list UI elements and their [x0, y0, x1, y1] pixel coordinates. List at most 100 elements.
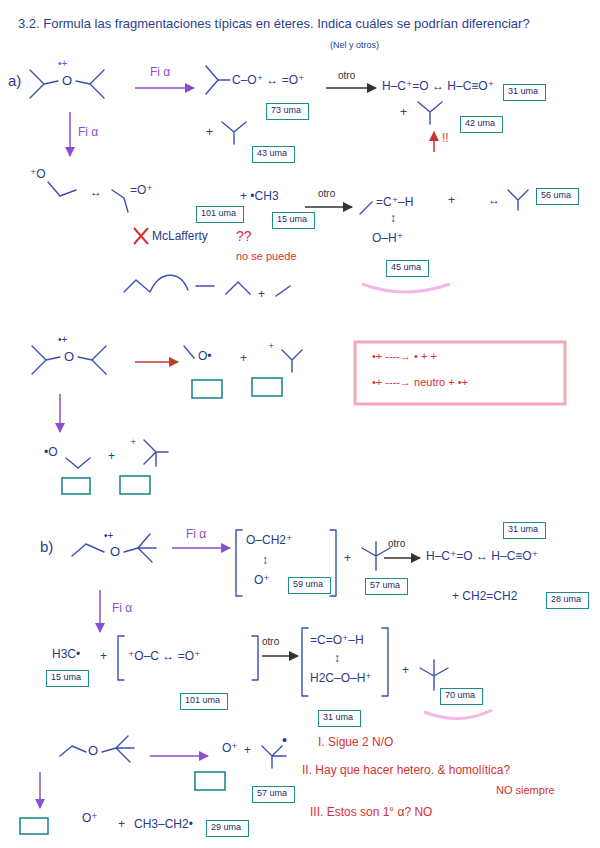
mechanism-sketch	[124, 275, 290, 296]
tert-butyl	[420, 660, 448, 690]
fragment-skeleton	[144, 440, 168, 466]
empty-box	[195, 772, 225, 790]
reaction-arrow	[384, 557, 420, 559]
note-label: =C=O⁺–H	[310, 634, 364, 648]
note-label: •+	[58, 334, 67, 346]
note-label: ↔	[488, 194, 500, 208]
note-label: CH3–CH2•	[134, 818, 193, 832]
note-label: ↕	[334, 652, 340, 666]
note-label: III. Estos son 1° α? NO	[310, 806, 432, 820]
mass-value: 101 uma	[201, 208, 239, 219]
note-label: I. Sigue 2 N/O	[318, 736, 393, 750]
isopropyl-radical	[418, 102, 442, 124]
note-label: + CH2=CH2	[452, 590, 517, 604]
tert-butyl-radical	[362, 542, 390, 570]
warning-arrow	[433, 132, 435, 152]
note-label: ↕	[262, 554, 268, 568]
mass-box: 45 uma	[386, 260, 429, 277]
empty-box	[192, 380, 222, 398]
mass-box: 28 uma	[546, 592, 589, 609]
mass-box: 42 uma	[460, 116, 503, 133]
mass-box: 31 uma	[503, 522, 546, 539]
note-label: •+ ----→ neutro + •+	[372, 376, 468, 389]
fragment-skeleton	[66, 458, 90, 468]
note-label: +	[118, 818, 125, 832]
mass-value: 59 uma	[293, 579, 326, 590]
note-label: +	[258, 288, 265, 302]
note-label: O	[110, 545, 120, 560]
empty-box	[62, 478, 90, 494]
note-label: ⁺	[268, 342, 274, 356]
isopropyl-radical	[222, 122, 246, 144]
note-label: O⁺	[82, 812, 98, 826]
mass-box: 101 uma	[180, 693, 228, 710]
note-label: otro	[262, 636, 279, 648]
mass-box: 56 uma	[536, 188, 579, 205]
note-label: ↕	[390, 212, 396, 226]
title: 3.2. Formula las fragmentaciones típicas…	[18, 16, 530, 31]
note-label: H3C•	[52, 648, 80, 662]
mass-value: 45 uma	[391, 262, 424, 273]
note-label: +	[402, 664, 409, 678]
mass-box: 57 uma	[365, 578, 408, 595]
mass-box: 70 uma	[440, 688, 483, 705]
reaction-arrow	[39, 772, 41, 808]
mass-box: 57 uma	[252, 786, 295, 803]
empty-box	[252, 378, 282, 396]
note-label: =O⁺	[130, 184, 153, 198]
note-label: !!	[442, 132, 449, 146]
note-label: (Nel y otros)	[330, 40, 379, 50]
note-label: O•	[198, 350, 212, 364]
note-label: •+ ----→ • + +	[372, 350, 437, 363]
note-label: H–C⁺=O ↔ H–C≡O⁺	[382, 80, 494, 94]
mass-value: 70 uma	[445, 690, 478, 701]
mass-value: 42 uma	[465, 118, 498, 129]
fragment-skeleton	[48, 182, 128, 212]
fragment-skeleton	[282, 350, 302, 372]
note-label: O–CH2⁺	[246, 534, 292, 548]
note-label: Fi α	[150, 66, 170, 80]
mass-box: 15 uma	[46, 670, 89, 687]
mass-value: 57 uma	[257, 788, 290, 799]
note-label: +	[206, 126, 213, 140]
note-label: +	[400, 106, 407, 120]
mass-box: 101 uma	[196, 206, 244, 223]
note-label: +	[448, 194, 455, 208]
note-label: ??	[236, 228, 252, 244]
note-label: otro	[388, 538, 405, 550]
highlight-curve	[424, 710, 492, 719]
mass-value: 29 uma	[211, 822, 244, 833]
note-label: O	[64, 350, 74, 365]
note-label: •	[282, 732, 287, 748]
mass-box: 15 uma	[272, 212, 315, 229]
reaction-arrow	[69, 112, 71, 156]
note-label: =C⁺–H	[376, 196, 413, 210]
ether-skeleton	[30, 70, 104, 98]
note-label: H2C–O–H⁺	[310, 672, 372, 686]
highlight-frame	[355, 342, 565, 404]
mass-value: 101 uma	[185, 695, 223, 706]
empty-box	[20, 818, 48, 834]
note-label: McLafferty	[152, 230, 208, 244]
mass-value: 15 uma	[277, 214, 310, 225]
reaction-arrow	[172, 547, 230, 549]
mass-box: 31 uma	[503, 84, 546, 101]
note-label: Fi α	[78, 126, 98, 140]
cross-out	[134, 228, 148, 244]
ether-skeleton	[32, 346, 106, 374]
reaction-arrow	[150, 755, 208, 757]
mass-box: 31 uma	[318, 710, 361, 727]
note-label: •O	[44, 446, 58, 460]
fragment-skeleton	[206, 66, 230, 94]
mass-box: 73 uma	[266, 103, 309, 120]
note-label: +	[108, 450, 115, 464]
note-label: b)	[40, 538, 53, 555]
mass-value: 28 uma	[551, 594, 584, 605]
note-label: O	[88, 744, 98, 759]
mass-value: 56 uma	[541, 190, 574, 201]
mass-value: 15 uma	[51, 672, 84, 683]
note-label: Fi α	[186, 528, 206, 542]
note-label: II. Hay que hacer hetero. & homolítica?	[302, 764, 510, 778]
ether-skeleton	[60, 736, 134, 762]
